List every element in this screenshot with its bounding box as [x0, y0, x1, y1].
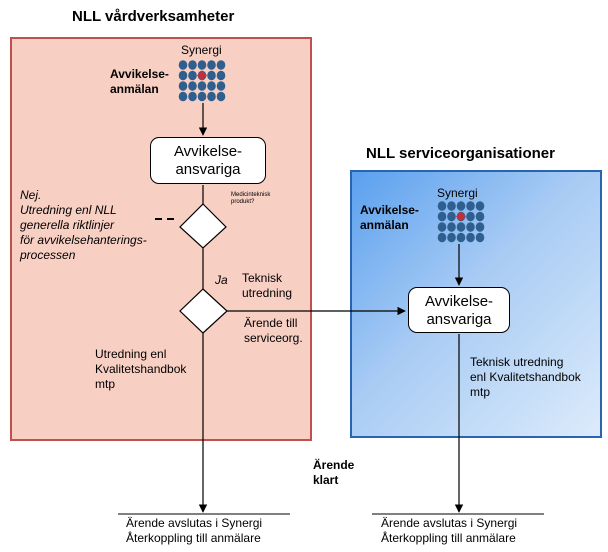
grid-dot — [437, 211, 447, 222]
grid-dot — [466, 222, 475, 232]
technical-decision-diamond — [179, 288, 228, 334]
grid-dot — [466, 201, 475, 211]
grid-dot — [178, 70, 188, 81]
grid-center-diamond — [197, 70, 207, 81]
grid-dot — [475, 232, 485, 243]
left-panel-title: NLL vårdverksamheter — [72, 8, 235, 25]
vardverksamheter-panel — [10, 37, 312, 441]
grid-dot — [466, 232, 475, 243]
no-branch-text: Nej. Utredning enl NLL generella riktlin… — [20, 188, 147, 262]
grid-dot — [197, 60, 207, 70]
right-endpoint-text: Ärende avslutas i Synergi Återkoppling t… — [381, 516, 518, 545]
grid-dot — [188, 81, 197, 91]
grid-dot — [216, 70, 226, 81]
grid-dot — [437, 232, 447, 243]
grid-center-diamond — [456, 211, 466, 222]
grid-dot — [188, 60, 197, 70]
right-synergi-label: Synergi — [437, 186, 478, 200]
grid-dot — [456, 201, 466, 211]
yes-label: Ja — [215, 273, 228, 287]
grid-dot — [447, 211, 456, 222]
grid-dot — [207, 81, 216, 91]
grid-dot — [216, 91, 226, 102]
grid-dot — [207, 70, 216, 81]
case-done-label: Ärende klart — [313, 458, 355, 487]
grid-dot — [466, 211, 475, 222]
right-technical-text: Teknisk utredning enl Kvalitetshandbok m… — [470, 355, 581, 399]
grid-dot — [197, 81, 207, 91]
medical-device-decision-diamond — [179, 203, 227, 249]
grid-dot — [178, 81, 188, 91]
left-synergi-icon — [178, 60, 226, 102]
grid-dot — [447, 222, 456, 232]
right-responsible-box: Avvikelse- ansvariga — [408, 287, 510, 333]
grid-dot — [475, 211, 485, 222]
grid-dot — [207, 60, 216, 70]
right-synergi-icon — [437, 201, 485, 243]
medical-device-question: Medicinteknisk produkt? — [231, 192, 271, 205]
left-report-label: Avvikelse- anmälan — [110, 67, 169, 96]
grid-dot — [475, 201, 485, 211]
grid-dot — [456, 232, 466, 243]
grid-dot — [178, 60, 188, 70]
case-to-service-label: Ärende till serviceorg. — [244, 316, 303, 345]
right-panel-title: NLL serviceorganisationer — [366, 145, 555, 162]
grid-dot — [188, 70, 197, 81]
left-synergi-label: Synergi — [181, 43, 222, 57]
left-endpoint-text: Ärende avslutas i Synergi Återkoppling t… — [126, 516, 263, 545]
grid-dot — [216, 81, 226, 91]
grid-dot — [447, 232, 456, 243]
grid-dot — [188, 91, 197, 102]
grid-dot — [437, 201, 447, 211]
grid-dot — [216, 60, 226, 70]
left-responsible-box: Avvikelse- ansvariga — [150, 137, 266, 184]
grid-dot — [197, 91, 207, 102]
right-report-label: Avvikelse- anmälan — [360, 203, 419, 232]
quality-handbook-label: Utredning enl Kvalitetshandbok mtp — [95, 347, 187, 391]
grid-dot — [475, 222, 485, 232]
grid-dot — [207, 91, 216, 102]
grid-dot — [437, 222, 447, 232]
grid-dot — [456, 222, 466, 232]
grid-dot — [178, 91, 188, 102]
grid-dot — [447, 201, 456, 211]
technical-investigation-label: Teknisk utredning — [242, 271, 293, 300]
